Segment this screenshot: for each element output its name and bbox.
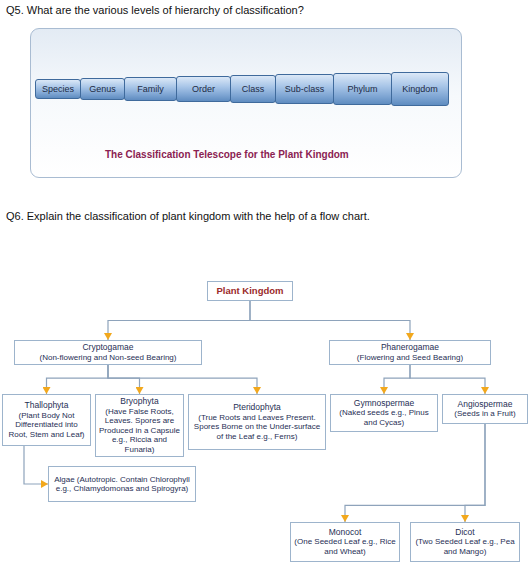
classification-box: Angiospermae(Seeds in a Fruit) — [442, 394, 528, 424]
telescope-frame: The Classification Telescope for the Pla… — [30, 28, 462, 178]
question-label: Q6. Explain the classification of plant … — [6, 210, 370, 222]
rank-name: Species — [42, 84, 74, 94]
telescope-segment: Sub-class — [275, 74, 334, 104]
rank-name: Sub-class — [285, 84, 325, 94]
connector-arrow — [465, 424, 485, 522]
box-heading: Phanerogamae — [381, 343, 439, 353]
box-description: (One Seeded Leaf e.g., Rice and Wheat) — [294, 537, 396, 556]
box-description: (Non-flowering and Non-seed Bearing) — [40, 353, 177, 363]
connector-arrow — [108, 301, 250, 340]
classification-box: Phanerogamae(Flowering and Seed Bearing) — [329, 340, 491, 365]
connector-arrow — [108, 365, 257, 394]
rank-name: Kingdom — [402, 84, 438, 94]
telescope-caption: The Classification Telescope for the Pla… — [105, 149, 349, 160]
box-heading: Dicot — [455, 528, 474, 538]
connector-arrow — [108, 365, 140, 394]
box-description: Algae (Autotropic. Contain Chlorophyll e… — [52, 475, 192, 494]
classification-box: Gymnospermae(Naked seeds e.g., Pinus and… — [330, 394, 438, 432]
rank-name: Phylum — [347, 84, 377, 94]
box-heading: Angiospermae — [458, 400, 513, 410]
box-heading: Bryophyta — [120, 397, 158, 407]
connector-arrow — [345, 424, 485, 522]
connector-arrow — [47, 365, 109, 394]
connector-arrow — [384, 365, 410, 394]
box-description: Plant Kingdom — [216, 286, 283, 296]
box-description: (True Roots and Leaves Present. Spores B… — [192, 413, 322, 442]
box-description: (Seeds in a Fruit) — [454, 409, 515, 419]
classification-box: Algae (Autotropic. Contain Chlorophyll e… — [48, 466, 196, 502]
box-description: (Plant Body Not Differentiated into Root… — [6, 411, 87, 440]
box-description: (Flowering and Seed Bearing) — [357, 353, 463, 363]
box-heading: Pteridophyta — [233, 403, 281, 413]
box-heading: Monocot — [329, 528, 362, 538]
box-description: (Naked seeds e.g., Pinus and Cycas) — [334, 408, 434, 427]
classification-box: Monocot(One Seeded Leaf e.g., Rice and W… — [290, 522, 400, 562]
classification-box: Plant Kingdom — [207, 281, 293, 301]
box-description: (Have False Roots, Leaves. Spores are Pr… — [99, 407, 180, 455]
telescope-segment: Genus — [80, 78, 125, 100]
telescope-segment: Species — [35, 79, 81, 99]
telescope-segment: Family — [124, 77, 177, 101]
connector-arrow — [250, 301, 410, 340]
classification-box: Bryophyta(Have False Roots, Leaves. Spor… — [95, 394, 184, 457]
classification-box: Thallophyta(Plant Body Not Differentiate… — [2, 394, 91, 446]
box-heading: Thallophyta — [25, 401, 69, 411]
rank-name: Class — [242, 84, 265, 94]
box-description: (Two Seeded Leaf e.g., Pea and Mango) — [414, 537, 516, 556]
box-heading: Gymnospermae — [354, 399, 414, 409]
rank-name: Family — [137, 84, 164, 94]
box-heading: Cryptogamae — [82, 343, 133, 353]
telescope-segment: Order — [176, 76, 231, 102]
connector-arrow — [410, 365, 485, 394]
telescope-segment: Phylum — [333, 73, 392, 105]
rank-name: Order — [192, 84, 215, 94]
telescope-segment: Class — [230, 75, 276, 103]
rank-name: Genus — [89, 84, 116, 94]
telescope-segment: Kingdom — [391, 72, 449, 106]
question-label: Q5. What are the various levels of hiera… — [6, 4, 304, 16]
connector-arrow — [24, 446, 48, 484]
classification-box: Pteridophyta(True Roots and Leaves Prese… — [188, 394, 326, 450]
classification-box: Cryptogamae(Non-flowering and Non-seed B… — [14, 340, 202, 365]
classification-box: Dicot(Two Seeded Leaf e.g., Pea and Mang… — [410, 522, 520, 562]
